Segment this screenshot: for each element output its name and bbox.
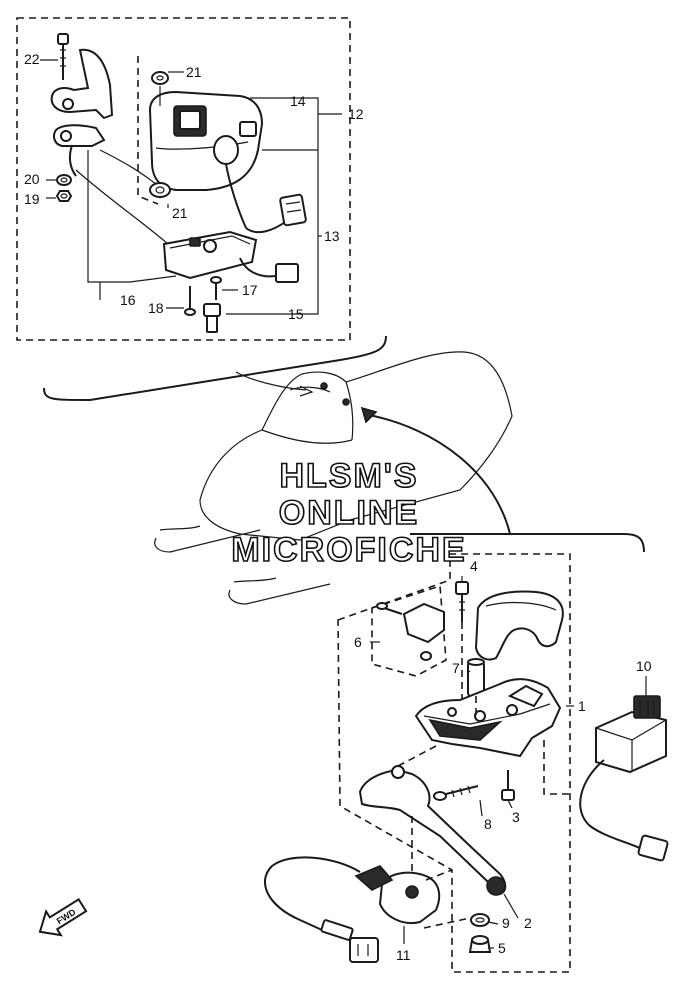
switch-plate-16 xyxy=(162,230,299,283)
callout-labels: 22 21 14 12 20 19 21 13 17 16 18 15 4 6 … xyxy=(24,51,652,963)
callout-4: 4 xyxy=(470,558,478,574)
callout-9: 9 xyxy=(502,915,510,931)
callout-3: 3 xyxy=(512,809,520,825)
callout-13: 13 xyxy=(324,228,340,244)
callout-10: 10 xyxy=(636,658,652,674)
washer-20 xyxy=(56,174,72,186)
snowmobile-outline xyxy=(154,351,513,605)
callout-21-top: 21 xyxy=(186,64,202,80)
grommet-21-bottom xyxy=(149,182,171,198)
housing-1 xyxy=(414,678,562,758)
bolt-22 xyxy=(57,33,69,80)
callout-5: 5 xyxy=(498,940,506,956)
callout-6: 6 xyxy=(354,634,362,650)
nut-5 xyxy=(468,935,492,953)
callout-15: 15 xyxy=(288,306,304,322)
watermark-line-1: HLSM'S xyxy=(279,457,418,495)
lever-cap xyxy=(474,590,564,661)
grommet-21-top xyxy=(151,71,169,106)
lever-bracket xyxy=(50,48,114,177)
screw-8 xyxy=(433,785,479,801)
watermark: HLSM'S ONLINE MICROFICHE xyxy=(231,456,466,570)
switch-10 xyxy=(579,695,669,862)
callout-14: 14 xyxy=(290,93,306,109)
screw-18 xyxy=(184,286,196,316)
nut-9 xyxy=(470,913,490,927)
callout-2: 2 xyxy=(524,915,532,931)
callout-7: 7 xyxy=(452,660,460,676)
callout-12: 12 xyxy=(348,106,364,122)
bolt-4 xyxy=(455,581,469,622)
nut-19 xyxy=(55,190,73,202)
callout-17: 17 xyxy=(242,282,258,298)
callout-18: 18 xyxy=(148,300,164,316)
upper-inset xyxy=(16,17,351,341)
callout-8: 8 xyxy=(484,816,492,832)
fwd-arrow: FWD xyxy=(38,897,88,937)
bolt-15 xyxy=(203,303,221,333)
screw-17 xyxy=(210,276,222,300)
block-6 xyxy=(376,602,445,661)
callout-1: 1 xyxy=(578,698,586,714)
switch-11 xyxy=(263,856,441,963)
callout-16: 16 xyxy=(120,292,136,308)
lower-assembly xyxy=(263,553,669,973)
brake-lever-2 xyxy=(358,765,507,896)
callout-20: 20 xyxy=(24,171,40,187)
callout-21-bottom: 21 xyxy=(172,205,188,221)
watermark-line-2: ONLINE xyxy=(279,494,419,532)
bolt-3 xyxy=(501,770,515,801)
callout-11: 11 xyxy=(396,947,411,963)
callout-22: 22 xyxy=(24,51,40,67)
switch-housing-14 xyxy=(148,90,307,234)
watermark-line-3: MICROFICHE xyxy=(231,531,466,569)
callout-19: 19 xyxy=(24,191,40,207)
